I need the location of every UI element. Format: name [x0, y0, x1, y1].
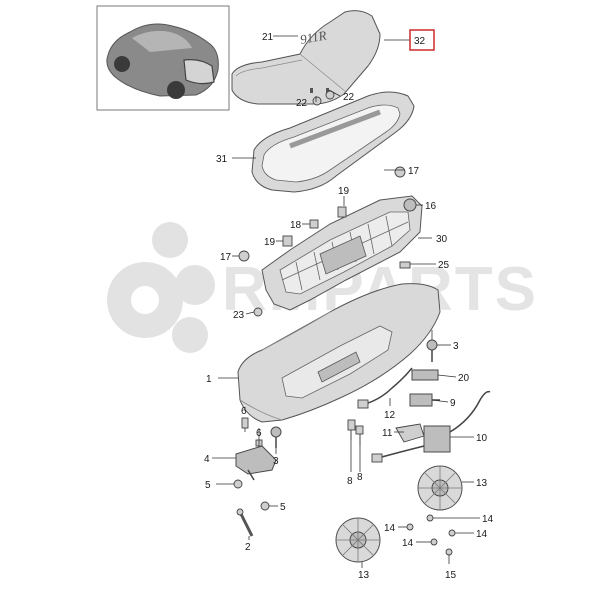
callout-6-left: 6: [241, 406, 247, 417]
actuator-10: [371, 390, 491, 463]
callout-11: 11: [382, 428, 393, 439]
callout-25: 25: [438, 260, 450, 271]
hinge-4: [235, 445, 277, 481]
connector-20: [411, 369, 439, 381]
watermark-gear-icon: [152, 222, 188, 258]
callout-18: 18: [290, 220, 302, 231]
bolt-6-left: [241, 417, 249, 429]
callout-2: 2: [245, 542, 251, 553]
fastener-23: [253, 307, 263, 317]
fastener-17-left: [238, 250, 250, 262]
callout-12: 12: [384, 410, 396, 421]
screw-14-3: [448, 529, 456, 537]
screw-14-4: [430, 538, 438, 546]
callout-31: 31: [216, 154, 228, 165]
strut-2: [236, 508, 254, 537]
bracket-11: [395, 423, 425, 443]
callout-30: 30: [436, 234, 448, 245]
callout-20: 20: [458, 373, 470, 384]
callout-8-left: 8: [347, 476, 353, 487]
callout-32: 32: [414, 36, 426, 47]
grommet-22-left: [312, 96, 322, 106]
screw-5-left: [233, 479, 243, 489]
callout-1: 1: [206, 374, 212, 385]
sensor-3-center: [270, 426, 282, 448]
spoiler-cover: [231, 10, 381, 105]
callout-14-left-top: 14: [384, 523, 396, 534]
bolt-8-left: [347, 419, 356, 440]
callout-17-top: 17: [408, 166, 420, 177]
callout-14-right-top: 14: [482, 514, 494, 525]
callout-19-mid: 19: [264, 237, 276, 248]
badge-lettering: 911R: [299, 28, 328, 47]
highlight-callout-box: [409, 29, 435, 51]
callout-19-top: 19: [338, 186, 350, 197]
watermark-gear-icon: [172, 317, 208, 353]
clip-19-mid: [282, 235, 293, 247]
bolt-8-right: [355, 425, 364, 446]
callout-14-right-bottom: 14: [476, 529, 488, 540]
callout-17-left: 17: [220, 252, 232, 263]
callout-3-right: 3: [453, 341, 459, 352]
screw-15: [445, 548, 453, 556]
fastener-17-top: [394, 166, 406, 178]
screw-14-2: [406, 523, 414, 531]
car-thumbnail: [96, 5, 230, 111]
rear-lid: [237, 283, 441, 423]
callout-3-center: 3: [273, 456, 279, 467]
callout-9: 9: [450, 398, 456, 409]
callout-4: 4: [204, 454, 210, 465]
callout-labels: 21 32 22 22 31 17 19 16 18 30 19 17 25 2…: [204, 32, 494, 581]
callout-23: 23: [233, 310, 245, 321]
callout-22-right: 22: [343, 92, 355, 103]
callout-16: 16: [425, 201, 437, 212]
fastener-16: [403, 198, 417, 212]
watermark-gear-icon: [175, 265, 215, 305]
callout-14-left-bottom: 14: [402, 538, 414, 549]
clip-18: [309, 219, 319, 229]
callout-10: 10: [476, 433, 488, 444]
callout-8-right: 8: [357, 472, 363, 483]
sensor-3-right: [426, 339, 438, 362]
fan-13-lower: [335, 517, 381, 563]
callout-22-left: 22: [296, 98, 308, 109]
screw-5-right: [260, 501, 270, 511]
switch-9: [409, 393, 440, 407]
callout-13-lower: 13: [358, 570, 370, 581]
grille-bracket: [261, 195, 423, 311]
callout-5-left: 5: [205, 480, 211, 491]
screw-14-1: [426, 514, 434, 522]
callout-21: 21: [262, 32, 274, 43]
fan-13-upper: [417, 465, 463, 511]
callout-15: 15: [445, 570, 457, 581]
callout-5-right: 5: [280, 502, 286, 513]
leader-lines: [212, 35, 480, 568]
frame-trim: [251, 91, 415, 193]
fastener-25: [399, 261, 411, 269]
callout-6-right: 6: [256, 428, 262, 439]
clip-19-top: [337, 206, 347, 218]
cable-12: [357, 367, 413, 409]
callout-13-upper: 13: [476, 478, 488, 489]
